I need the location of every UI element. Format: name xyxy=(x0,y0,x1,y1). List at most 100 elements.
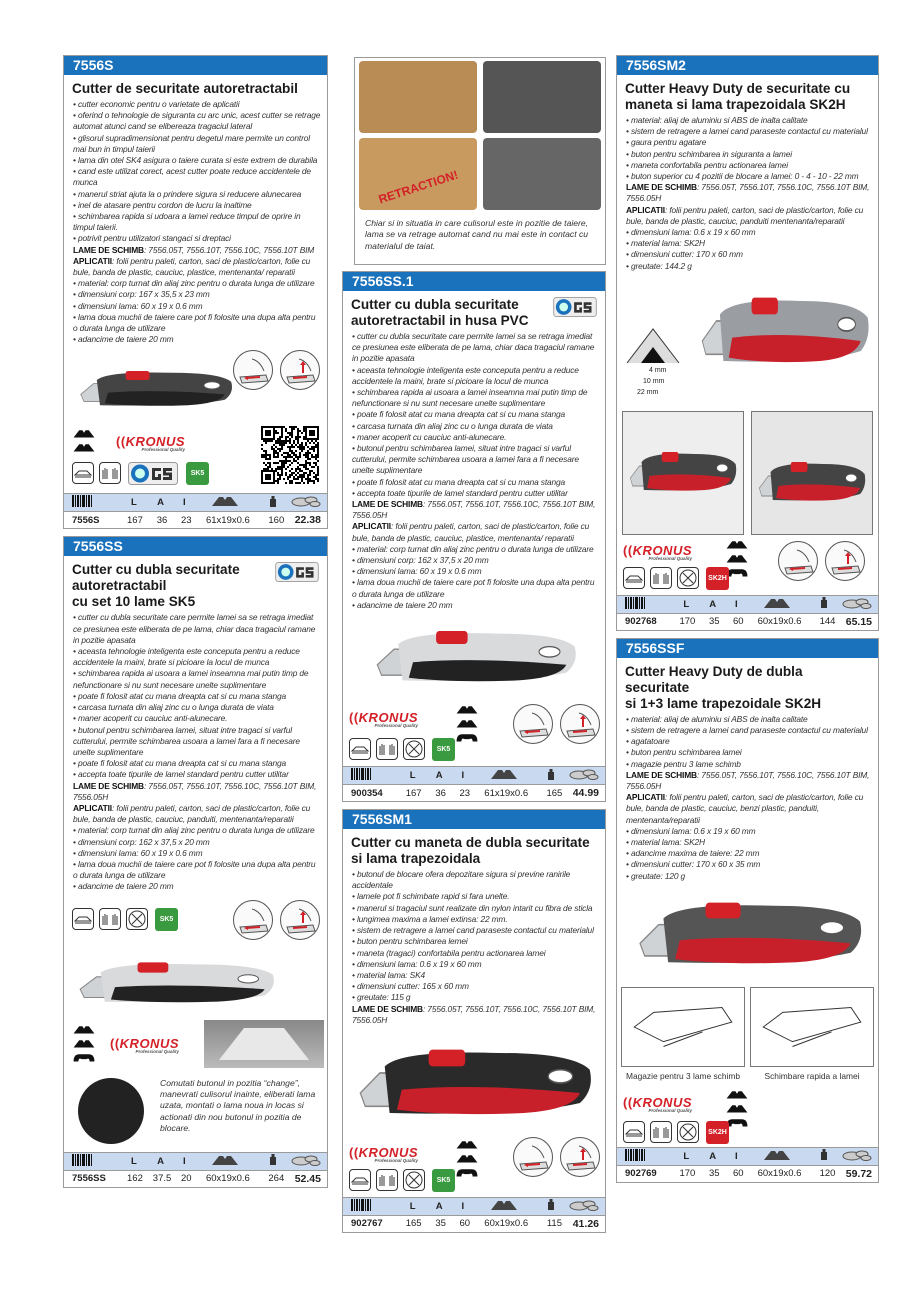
description-text: • cutter cu dubla securitate care permit… xyxy=(73,612,316,645)
sk5-badge: SK5 xyxy=(432,1168,455,1192)
barcode-icon xyxy=(617,1148,672,1164)
length-value: 167 xyxy=(127,514,143,526)
retract-slide-diagram-icon xyxy=(513,1136,553,1177)
flat-blade-icon xyxy=(349,738,371,761)
description-text: • buton pentru schimbarea lamei xyxy=(626,747,742,758)
description-line: APLICATII: folii pentru paleti, carton, … xyxy=(352,521,599,543)
sk2h-badge: SK2H xyxy=(706,566,729,590)
description-line: • potrivit pentru utilizatori stangaci s… xyxy=(73,233,321,244)
description-line: • buton pentru schimbarea lemei xyxy=(352,936,599,947)
depth-label: 4 mm xyxy=(649,366,667,374)
logo-text: Professional Quality xyxy=(141,447,186,453)
replacement-blades-icons xyxy=(455,704,479,746)
diagram-caption: Schimbare rapida a lamei xyxy=(764,1070,860,1081)
article-code: 7556S xyxy=(72,514,100,526)
description-line: • poate fi folosit atat cu mana dreapta … xyxy=(73,691,321,702)
height-value: 20 xyxy=(180,1173,192,1185)
flat-blade-icon xyxy=(623,566,645,589)
retract-slide-diagram-icon xyxy=(233,350,273,391)
length-header: L xyxy=(130,1155,137,1167)
retract-slide-diagram-icon xyxy=(513,704,553,745)
package-qty-icon xyxy=(806,597,842,611)
description-text: • cutter cu dubla securitate care permit… xyxy=(352,331,595,364)
retract-up-diagram-icon xyxy=(280,899,320,940)
logo-text: Professional Quality xyxy=(648,1107,693,1113)
description-line: • cand este utilizat corect, acest cutte… xyxy=(73,166,321,188)
description-text: • poate fi folosit atat cu mana dreapta … xyxy=(73,690,287,701)
description-label: LAME DE SCHIMB xyxy=(352,1003,423,1014)
description-text: • aceasta tehnologie inteligenta este co… xyxy=(352,364,579,386)
retract-up-diagram-icon xyxy=(825,540,865,581)
description-line: • schimbarea rapida ai usoara a lamei in… xyxy=(352,387,599,409)
description-text: • maneta confortabila pentru actionarea … xyxy=(626,159,788,170)
description-line: • schimbarea rapida si udoara a lamei re… xyxy=(73,211,321,233)
description-line: • maner acoperit cu cauciuc anti-aluneca… xyxy=(73,713,321,724)
description-label: LAME DE SCHIMB xyxy=(352,499,423,510)
length-header: L xyxy=(409,770,416,782)
width-header: A xyxy=(435,770,443,782)
product-image xyxy=(74,952,279,1014)
description-line: • cutter economic pentru o varietate de … xyxy=(73,99,321,110)
product-code-header: 7556SSF xyxy=(617,638,878,658)
description-line: • dimensiuni corp: 162 x 37,5 x 20 mm xyxy=(73,837,321,848)
width-header: A xyxy=(157,1155,164,1167)
cutter-closeup-photo xyxy=(622,410,744,535)
qr-code[interactable] xyxy=(261,426,319,485)
product-title-line: Cutter de securitate autoretractabil xyxy=(72,81,298,96)
product-description: • cutter cu dubla securitate care permit… xyxy=(343,331,605,611)
product-image xyxy=(627,442,739,502)
gloves-icon xyxy=(99,462,121,485)
width-header: A xyxy=(709,1150,717,1162)
description-text: • agatatoare xyxy=(626,736,670,747)
description-line: • carcasa turnata din aliaj zinc cu o lu… xyxy=(73,702,321,713)
retract-up-diagram-icon xyxy=(560,704,600,745)
logo-text: Professional Quality xyxy=(374,1157,419,1163)
description-text: • material: aliaj de aluminiu si ABS de … xyxy=(626,115,808,125)
description-line: • material: corp turnat din aliaj zinc p… xyxy=(352,544,599,555)
description-line: APLICATII: folii pentru paleti, carton, … xyxy=(73,803,321,825)
product-7556s: 7556S Cutter de securitate autoretractabi… xyxy=(63,55,328,530)
description-line: • accepta toate tipurile de lamel standa… xyxy=(352,488,599,499)
description-line: • butonul pentru schimbarea lamei, situa… xyxy=(73,725,321,759)
description-text: • lama din otel SK4 asigura o taiere cur… xyxy=(73,155,318,166)
blade-change-note: Comutati butonul in pozitia “change”, ma… xyxy=(160,1077,316,1134)
description-line: • dimensiuni cutter: 165 x 60 mm xyxy=(352,981,599,992)
no-tools-icon xyxy=(403,1168,425,1191)
barcode-icon xyxy=(617,596,672,612)
blade-icon xyxy=(72,428,96,439)
description-text: • dimensiuni corp: 162 x 37,5 x 20 mm xyxy=(352,555,489,566)
description-text: • glisorul supradimensionat pentru deget… xyxy=(73,132,310,154)
description-line: LAME DE SCHIMB: 7556.05T, 7556.10T, 7556… xyxy=(352,1004,599,1026)
description-line: • material lama: SK2H xyxy=(626,238,872,249)
description-text: : folii pentru paleti, carton, saci de p… xyxy=(352,521,590,543)
description-text: • carcasa turnata din aliaj zinc cu o lu… xyxy=(73,702,274,713)
price-value: 44.99 xyxy=(572,787,599,800)
column-left: 7556S Cutter de securitate autoretractabi… xyxy=(63,55,328,1195)
depth-label: 10 mm xyxy=(643,377,665,385)
description-line: • dimensiuni lama: 0.6 x 19 x 60 mm xyxy=(352,959,599,970)
blade-icon xyxy=(72,1024,96,1035)
description-label: APLICATII xyxy=(626,792,665,803)
product-description: • cutter cu dubla securitate care permit… xyxy=(64,612,327,892)
description-text: • magazie pentru 3 lame schimb xyxy=(626,758,741,769)
barcode-icon xyxy=(64,1153,120,1169)
description-text: • butonul de blocare ofera depozitare si… xyxy=(352,869,571,891)
article-code: 902768 xyxy=(625,616,657,628)
price-coins-icon xyxy=(842,597,878,612)
height-header: I xyxy=(461,770,465,782)
description-line: • adancime maxima de taiere: 22 mm xyxy=(626,848,872,859)
product-code-header: 7556SS xyxy=(64,537,327,557)
description-label: LAME DE SCHIMB xyxy=(73,244,144,255)
description-text: • sistem de retragere a lamei cand paras… xyxy=(352,925,594,936)
blade-size-icon xyxy=(474,768,533,783)
logo-text: KRONUS xyxy=(358,1144,419,1160)
description-line: • buton superior cu 4 pozitii de blocare… xyxy=(626,171,872,182)
product-title-line: Cutter cu dubla securitate xyxy=(72,562,240,578)
no-tools-icon xyxy=(677,566,699,589)
description-line: • butonul pentru schimbarea lamei, situa… xyxy=(352,443,599,477)
replacement-blades-icons xyxy=(725,539,749,581)
